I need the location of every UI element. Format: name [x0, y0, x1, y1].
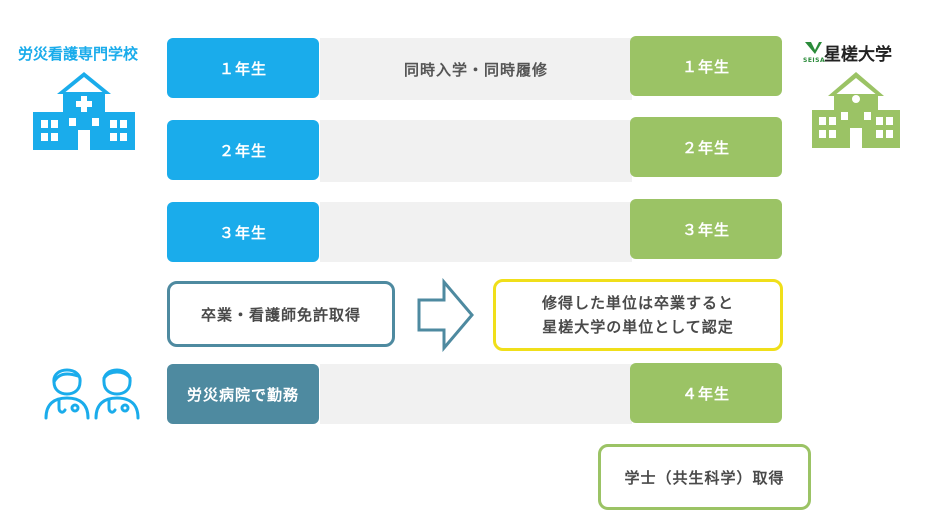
- row1-right-year: １年生: [630, 36, 782, 96]
- credit-note-line2: 星槎大学の単位として認定: [542, 318, 734, 336]
- row3-middle-band: [320, 202, 632, 262]
- row4-middle-band: [320, 364, 632, 424]
- row2-middle-band: [320, 120, 632, 182]
- credit-note-line1: 修得した単位は卒業すると: [541, 294, 734, 312]
- row3-right-year: ３年生: [630, 199, 782, 259]
- seisa-logo-text: SEISA: [803, 57, 826, 64]
- row1-middle-band: 同時入学・同時履修: [320, 38, 632, 100]
- row1-left-year: １年生: [167, 38, 319, 98]
- row3-left-year: ３年生: [167, 202, 319, 262]
- nurses-icon: [44, 368, 140, 420]
- left-school-name: 労災看護専門学校: [18, 45, 139, 63]
- row4-right-year: ４年生: [630, 363, 782, 423]
- university-building-icon: [812, 72, 900, 148]
- seisa-logo-icon: [805, 42, 822, 54]
- degree-box: 学士（共生科学）取得: [598, 444, 811, 510]
- row2-right-year: ２年生: [630, 117, 782, 177]
- right-school-name: 星槎大学: [824, 45, 892, 65]
- work-at-hospital-box: 労災病院で勤務: [167, 364, 319, 424]
- arrow-right-icon: [417, 278, 474, 352]
- graduation-license-box: 卒業・看護師免許取得: [167, 281, 395, 347]
- row2-left-year: ２年生: [167, 120, 319, 180]
- credit-transfer-note: 修得した単位は卒業すると 星槎大学の単位として認定: [493, 279, 783, 351]
- hospital-building-icon: [33, 72, 135, 150]
